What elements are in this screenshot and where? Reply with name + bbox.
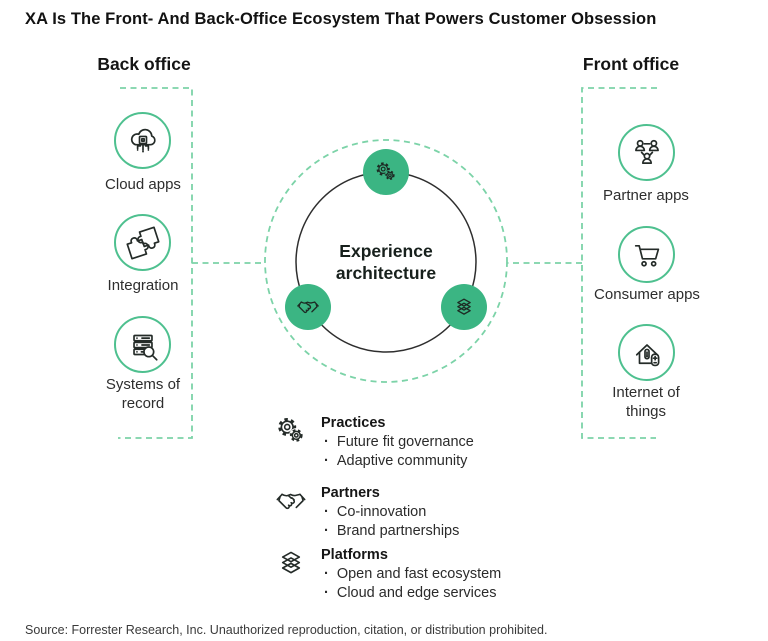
hub-title: Experience architecture bbox=[336, 240, 436, 284]
integration-icon bbox=[125, 225, 160, 260]
legend-bullet: Cloud and edge services bbox=[321, 584, 501, 603]
icon-circle-consumer-apps bbox=[618, 226, 675, 283]
legend-practices-bullets: Future fit governance Adaptive community bbox=[321, 433, 474, 471]
label-systems-of-record: Systems of record bbox=[105, 376, 181, 412]
layers-icon bbox=[457, 298, 471, 315]
icon-circle-cloud-apps bbox=[114, 112, 171, 169]
legend-partners-bullets: Co-innovation Brand partnerships bbox=[321, 503, 460, 541]
gears-icon bbox=[278, 418, 304, 443]
hub-dashed-circle bbox=[264, 139, 508, 383]
legend-partners-title: Partners bbox=[321, 485, 380, 501]
hub-node-partners bbox=[285, 284, 331, 330]
legend-platforms-title: Platforms bbox=[321, 547, 388, 563]
handshake-icon bbox=[276, 493, 306, 510]
hub-title-line1: Experience bbox=[339, 241, 433, 261]
handshake-icon bbox=[297, 301, 319, 314]
hub-node-practices bbox=[363, 149, 409, 195]
hub-node-platforms bbox=[441, 284, 487, 330]
gears-icon bbox=[376, 162, 396, 181]
icon-circle-integration bbox=[114, 214, 171, 271]
legend-bullet: Adaptive community bbox=[321, 452, 474, 471]
consumer-apps-icon bbox=[634, 244, 659, 267]
layers-icon bbox=[281, 551, 301, 574]
systems-of-record-icon bbox=[132, 334, 158, 361]
cloud-apps-icon bbox=[130, 128, 156, 153]
label-consumer-apps: Consumer apps bbox=[594, 286, 700, 303]
legend-platforms: Platforms Open and fast ecosystem Cloud … bbox=[274, 546, 501, 603]
front-office-bracket bbox=[581, 87, 657, 439]
icon-circle-systems-of-record bbox=[114, 316, 171, 373]
label-partner-apps: Partner apps bbox=[603, 187, 689, 204]
legend-practices: Practices Future fit governance Adaptive… bbox=[274, 414, 474, 471]
front-office-heading: Front office bbox=[582, 54, 680, 74]
icon-circle-internet-of-things bbox=[618, 324, 675, 381]
source-note: Source: Forrester Research, Inc. Unautho… bbox=[25, 623, 548, 637]
hub-title-line2: architecture bbox=[335, 263, 437, 283]
legend-bullet: Co-innovation bbox=[321, 503, 459, 522]
label-integration: Integration bbox=[107, 277, 179, 294]
legend-bullet: Open and fast ecosystem bbox=[321, 565, 501, 584]
legend-partners: Partners Co-innovation Brand partnership… bbox=[274, 484, 459, 541]
legend-practices-title: Practices bbox=[321, 415, 386, 431]
legend-bullet: Brand partnerships bbox=[321, 522, 460, 541]
internet-of-things-icon bbox=[635, 343, 659, 366]
label-internet-of-things: Internet of things bbox=[612, 384, 680, 420]
partner-apps-icon bbox=[634, 139, 659, 164]
legend-platforms-bullets: Open and fast ecosystem Cloud and edge s… bbox=[321, 565, 501, 603]
icon-circle-partner-apps bbox=[618, 124, 675, 181]
legend-bullet: Future fit governance bbox=[321, 433, 474, 452]
back-office-heading: Back office bbox=[97, 54, 191, 74]
page-title: XA Is The Front- And Back-Office Ecosyst… bbox=[25, 10, 657, 28]
label-cloud-apps: Cloud apps bbox=[105, 176, 181, 193]
